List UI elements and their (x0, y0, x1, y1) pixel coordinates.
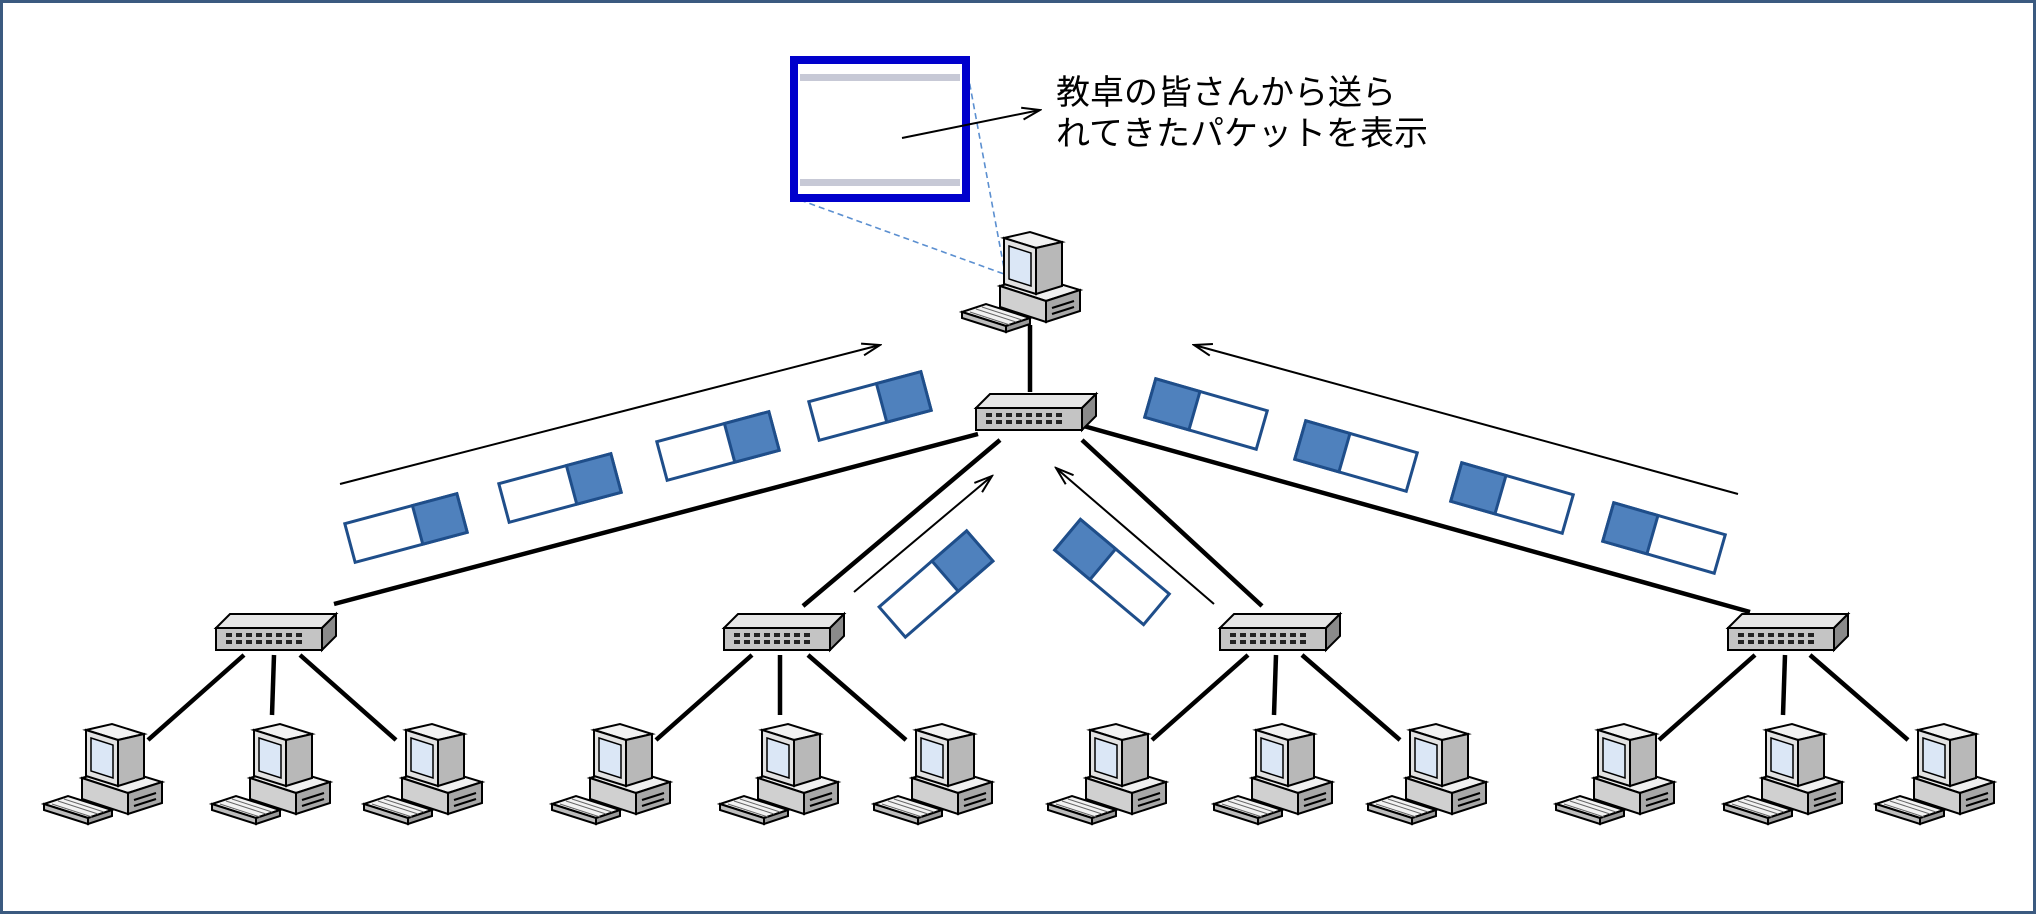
switch-icon (723, 613, 845, 651)
network-cables (146, 325, 1910, 742)
switch-icon (1727, 613, 1849, 651)
core-switch-icon (975, 393, 1097, 431)
switch-icon (1219, 613, 1341, 651)
caption-line-1: 教卓の皆さんから送ら (1056, 73, 1396, 113)
flow-arrow-inner-right (1056, 468, 1215, 605)
dashed-callout-line (965, 63, 1005, 269)
monitor-title-bar (800, 74, 960, 81)
flow-arrow-inner-left (853, 476, 992, 593)
monitor-status-bar (800, 179, 960, 186)
flow-arrow-left-to-center (339, 345, 880, 485)
flow-arrows (339, 345, 1739, 605)
dashed-callout-line (799, 199, 1005, 275)
caption-arrow (901, 110, 1040, 139)
switch-icon (215, 613, 337, 651)
caption-line-2: れてきたパケットを表示 (1056, 114, 1428, 154)
flow-arrow-right-to-center (1194, 345, 1739, 495)
monitor-window-icon (790, 56, 1005, 275)
monitor-frame (790, 56, 970, 202)
